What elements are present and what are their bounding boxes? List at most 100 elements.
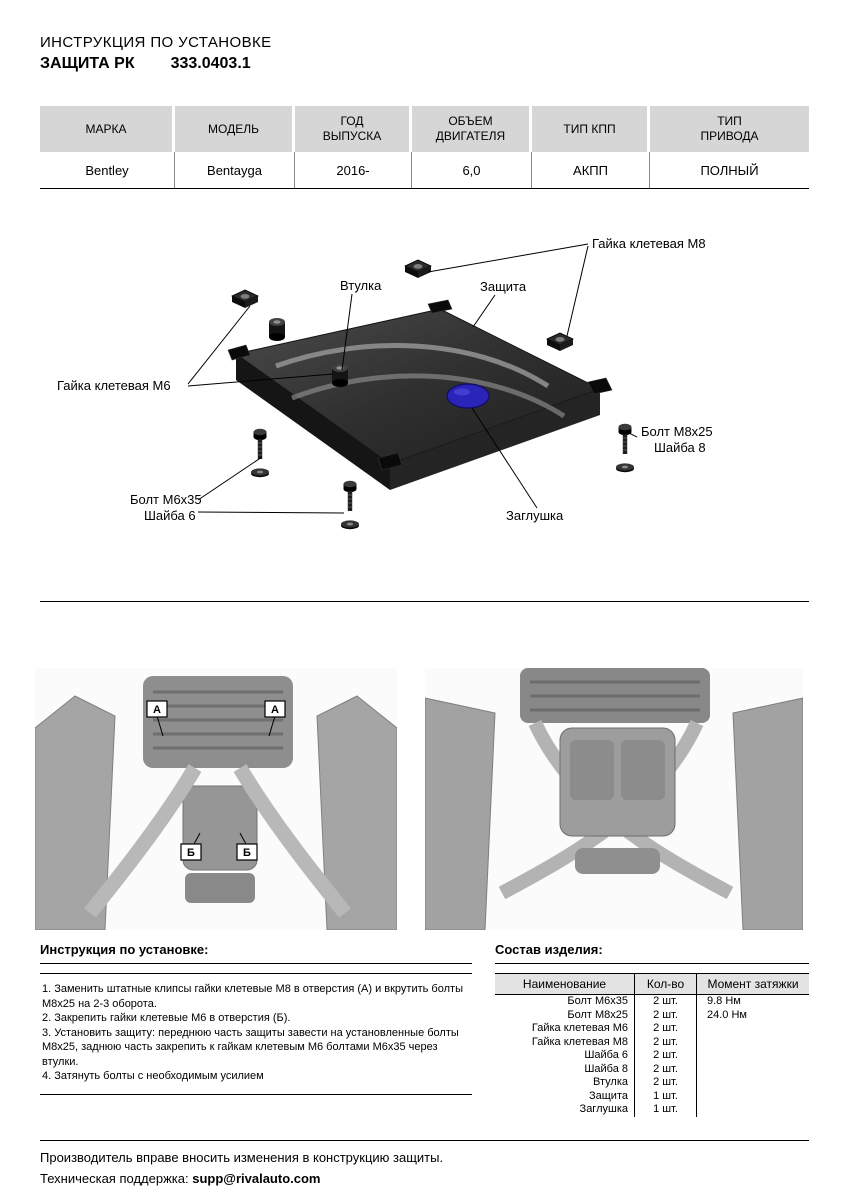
part-name: Гайка клетевая М8 bbox=[495, 1035, 635, 1049]
table-row: Шайба 6 2 шт. bbox=[495, 1049, 809, 1063]
part-name: Втулка bbox=[495, 1076, 635, 1090]
cage-nut-m8-part-2 bbox=[546, 332, 574, 352]
label-bolt-m8: Болт М8х25 bbox=[641, 424, 713, 439]
marker-b-2: Б bbox=[236, 832, 258, 861]
part-qty: 2 шт. bbox=[635, 1062, 697, 1076]
product-composition: Состав изделия: Наименование Кол-во Моме… bbox=[495, 942, 809, 1117]
part-torque bbox=[697, 1063, 809, 1077]
composition-header-torque: Момент затяжки bbox=[707, 977, 799, 991]
svg-text:Б: Б bbox=[243, 847, 251, 859]
table-row: Болт М6х35 2 шт. 9.8 Нм bbox=[495, 995, 809, 1009]
part-name: Заглушка bbox=[495, 1103, 635, 1117]
table-row: Втулка 2 шт. bbox=[495, 1076, 809, 1090]
part-torque: 9.8 Нм bbox=[707, 995, 741, 1007]
footer: Производитель вправе вносить изменения в… bbox=[40, 1150, 809, 1192]
installation-instructions: Инструкция по установке: 1. Заменить шта… bbox=[40, 942, 472, 1095]
spec-header-drive: ТИП ПРИВОДА bbox=[650, 106, 809, 152]
exploded-diagram: Гайка клетевая М8 Втулка Защита Гайка кл… bbox=[40, 224, 809, 596]
part-name: Болт М6х35 bbox=[495, 995, 635, 1009]
spec-value-row: Bentley Bentayga 2016- 6,0 АКПП ПОЛНЫЙ bbox=[40, 152, 809, 189]
label-plug: Заглушка bbox=[506, 508, 564, 523]
spec-header-model: МОДЕЛЬ bbox=[175, 106, 295, 152]
underbody-photo-front-svg: А А Б Б bbox=[34, 668, 398, 931]
label-washer-6: Шайба 6 bbox=[144, 508, 196, 523]
part-torque bbox=[697, 1103, 809, 1117]
support-label: Техническая поддержка: bbox=[40, 1171, 189, 1186]
label-cage-nut-m8: Гайка клетевая М8 bbox=[592, 236, 706, 251]
bushing-part-2 bbox=[332, 364, 348, 387]
part-name: Гайка клетевая М6 bbox=[495, 1022, 635, 1036]
product-name: ЗАЩИТА РК bbox=[40, 55, 135, 72]
disclaimer-text: Производитель вправе вносить изменения в… bbox=[40, 1150, 444, 1165]
instructions-title: Инструкция по установке: bbox=[40, 942, 472, 964]
washer-6-part-2 bbox=[341, 520, 359, 530]
composition-header-row: Наименование Кол-во Момент затяжки bbox=[495, 973, 809, 995]
spec-value-gearbox: АКПП bbox=[532, 152, 650, 188]
table-row: Гайка клетевая М8 2 шт. bbox=[495, 1035, 809, 1050]
part-qty: 2 шт. bbox=[635, 1008, 697, 1022]
part-name: Защита bbox=[495, 1089, 635, 1103]
composition-header-qty: Кол-во bbox=[635, 974, 697, 994]
part-qty: 2 шт. bbox=[635, 1022, 697, 1036]
support-line: Техническая поддержка: supp@rivalauto.co… bbox=[40, 1171, 809, 1186]
spec-value-drive: ПОЛНЫЙ bbox=[700, 162, 759, 178]
label-bushing: Втулка bbox=[340, 278, 382, 293]
label-bolt-m6: Болт М6х35 bbox=[130, 492, 202, 507]
part-torque bbox=[697, 1022, 809, 1036]
marker-a-2: А bbox=[264, 700, 286, 737]
label-cage-nut-m6: Гайка клетевая М6 bbox=[57, 378, 171, 393]
plug-shape bbox=[446, 383, 490, 409]
spec-header-brand: МАРКА bbox=[40, 106, 175, 152]
spec-value-model: Bentayga bbox=[175, 152, 295, 188]
marker-b-1: Б bbox=[180, 832, 202, 861]
section-divider bbox=[40, 601, 809, 602]
svg-text:А: А bbox=[271, 704, 279, 716]
instruction-step: 2. Закрепить гайки клетевые М6 в отверст… bbox=[42, 1012, 291, 1025]
spec-value-engine: 6,0 bbox=[412, 152, 532, 188]
table-row: Шайба 8 2 шт. bbox=[495, 1062, 809, 1077]
composition-table: Наименование Кол-во Момент затяжки Болт … bbox=[495, 973, 809, 1117]
part-qty: 1 шт. bbox=[635, 1089, 697, 1103]
spec-value-year: 2016- bbox=[295, 152, 412, 188]
instruction-step: 1. Заменить штатные клипсы гайки клетевы… bbox=[42, 983, 463, 1010]
part-torque bbox=[697, 1049, 809, 1063]
instruction-steps: 1. Заменить штатные клипсы гайки клетевы… bbox=[40, 973, 472, 1095]
bolt-m8x25-part bbox=[618, 423, 632, 455]
bolt-m6x35-part-1 bbox=[253, 428, 267, 460]
bolt-m6x35-part-2 bbox=[343, 480, 357, 512]
washer-8-part bbox=[616, 463, 634, 473]
article-number: 333.0403.1 bbox=[170, 55, 251, 72]
table-row: Болт М8х25 2 шт. 24.0 Нм bbox=[495, 1008, 809, 1022]
instruction-step: 4. Затянуть болты с необходимым усилием bbox=[42, 1070, 264, 1083]
doc-product-line: ЗАЩИТА РК 333.0403.1 bbox=[40, 55, 272, 73]
vehicle-spec-table: МАРКА МОДЕЛЬ ГОД ВЫПУСКА ОБЪЕМ ДВИГАТЕЛЯ… bbox=[40, 106, 809, 189]
leader-lines bbox=[187, 243, 638, 514]
spec-value-brand: Bentley bbox=[40, 152, 175, 188]
underbody-photo-front: А А Б Б bbox=[34, 668, 398, 931]
part-qty: 1 шт. bbox=[635, 1103, 697, 1117]
svg-text:Б: Б bbox=[187, 847, 195, 859]
composition-header-name: Наименование bbox=[495, 974, 635, 994]
exploded-diagram-svg: Гайка клетевая М8 Втулка Защита Гайка кл… bbox=[57, 236, 713, 530]
part-name: Болт М8х25 bbox=[495, 1008, 635, 1022]
table-row: Защита 1 шт. bbox=[495, 1089, 809, 1103]
support-email: supp@rivalauto.com bbox=[192, 1171, 321, 1186]
marker-a-1: А bbox=[146, 700, 168, 737]
part-qty: 2 шт. bbox=[635, 1035, 697, 1049]
cage-nut-m8-part-1 bbox=[404, 259, 432, 279]
composition-title: Состав изделия: bbox=[495, 942, 809, 964]
doc-title: ИНСТРУКЦИЯ ПО УСТАНОВКЕ bbox=[40, 34, 272, 51]
doc-header: ИНСТРУКЦИЯ ПО УСТАНОВКЕ ЗАЩИТА РК 333.04… bbox=[40, 34, 272, 73]
part-torque bbox=[697, 1076, 809, 1090]
shield-plate-shape bbox=[227, 299, 613, 490]
table-row: Гайка клетевая М6 2 шт. bbox=[495, 1022, 809, 1036]
washer-6-part-1 bbox=[251, 468, 269, 478]
part-torque: 24.0 Нм bbox=[707, 1008, 747, 1021]
part-torque bbox=[697, 1036, 809, 1050]
underbody-photo-rear bbox=[424, 668, 804, 931]
cage-nut-m6-part bbox=[231, 289, 259, 309]
bushing-part-1 bbox=[269, 318, 285, 341]
part-name: Шайба 8 bbox=[495, 1062, 635, 1076]
underbody-photo-rear-svg bbox=[424, 668, 804, 931]
